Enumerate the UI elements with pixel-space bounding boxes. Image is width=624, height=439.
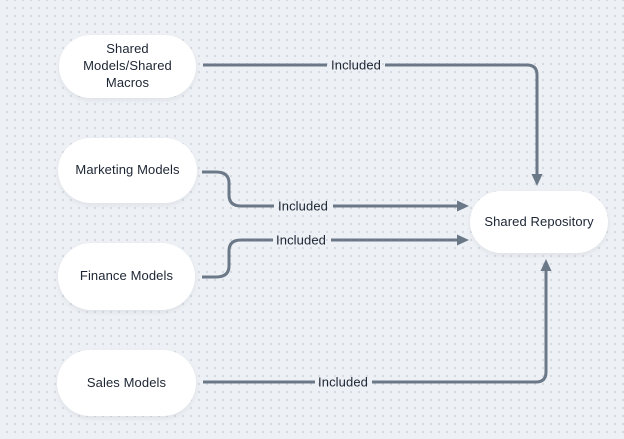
node-label: Marketing Models bbox=[75, 162, 180, 178]
edge-shared-models-to-repository bbox=[203, 63, 543, 186]
edge-label-included-shared-models: Included bbox=[331, 57, 381, 73]
edge-label-included-finance: Included bbox=[276, 232, 326, 248]
node-label: Shared Repository bbox=[484, 213, 594, 229]
edge-label-included-sales: Included bbox=[318, 374, 368, 390]
node-label: Shared Models/Shared Macros bbox=[83, 41, 172, 90]
edge-line-segment bbox=[202, 238, 273, 279]
edge-line-segment bbox=[372, 271, 548, 384]
edge-label-included-marketing: Included bbox=[278, 198, 328, 214]
edge-line-segment bbox=[385, 63, 539, 174]
node-finance-models: Finance Models bbox=[58, 243, 195, 310]
node-sales-models: Sales Models bbox=[57, 350, 196, 416]
arrowhead-right-icon bbox=[457, 234, 469, 246]
arrowhead-up-icon bbox=[540, 259, 552, 271]
edge-marketing-to-repository bbox=[202, 170, 469, 212]
node-label: Finance Models bbox=[79, 268, 174, 284]
node-shared-repository: Shared Repository bbox=[470, 191, 608, 253]
node-marketing-models: Marketing Models bbox=[58, 138, 197, 203]
arrowhead-down-icon bbox=[531, 174, 543, 186]
edge-sales-to-repository bbox=[203, 259, 552, 384]
node-shared-models-macros: Shared Models/Shared Macros bbox=[59, 35, 196, 98]
edge-finance-to-repository bbox=[202, 234, 469, 279]
edge-line-segment bbox=[202, 170, 274, 208]
node-label: Sales Models bbox=[86, 374, 167, 390]
arrowhead-right-icon bbox=[457, 200, 469, 212]
